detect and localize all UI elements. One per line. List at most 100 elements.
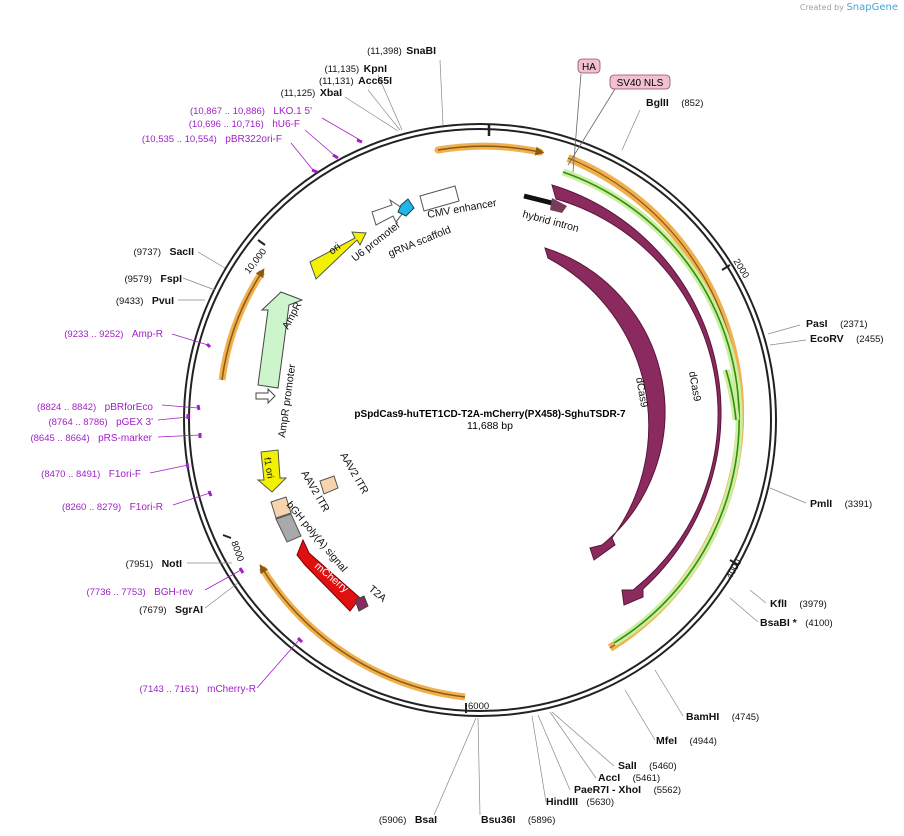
enzyme-fspi-pos: (9579) xyxy=(124,274,151,285)
enzyme-snabi-pos: (11,398) xyxy=(367,46,402,57)
enzyme-sgrai: SgrAI xyxy=(175,604,203,616)
enzyme-acc65i-pos: (11,131) xyxy=(319,76,354,87)
enzyme-ecorv-pos: (2455) xyxy=(856,334,883,345)
u6-promoter-arrow xyxy=(371,198,406,226)
enzyme-pmli: PmlI xyxy=(810,498,832,510)
svg-text:(11,131) Acc65I: (11,131) Acc65I xyxy=(319,71,392,88)
svg-text:BglII (852): BglII (852) xyxy=(646,93,703,110)
primer-hu6f: hU6-F xyxy=(272,119,300,130)
ampr-arrow xyxy=(257,291,304,389)
enzyme-sali-pos: (5460) xyxy=(649,761,676,772)
enzyme-bamhi: BamHI xyxy=(686,711,719,723)
enzyme-paer7i-xhoi-pos: (5562) xyxy=(654,785,681,796)
cmv-enhancer-block xyxy=(419,185,460,212)
svg-text:EcoRV (2455): EcoRV (2455) xyxy=(810,329,884,346)
enzyme-fspi: FspI xyxy=(160,273,182,285)
primer-pbr322orif: pBR322ori-F xyxy=(225,134,282,145)
enzyme-noti: NotI xyxy=(162,558,182,570)
svg-text:(7143 .. 7161) mCherry-R: (7143 .. 7161) mCherry-R xyxy=(140,679,257,696)
svg-text:(7736 .. 7753) BGH-rev: (7736 .. 7753) BGH-rev xyxy=(86,582,193,599)
tag-ha: HA xyxy=(582,62,596,73)
tag-labels: HA SV40 NLS xyxy=(567,58,671,173)
t2a-block xyxy=(354,595,369,612)
orf-left-arc xyxy=(218,270,265,381)
sv40-nls-block xyxy=(550,198,567,213)
primer-pgex3: pGEX 3' xyxy=(116,417,153,428)
label-t2a: T2A xyxy=(366,583,388,605)
ori-arrow xyxy=(309,231,367,280)
enzyme-sacii-pos: (9737) xyxy=(134,247,161,258)
primer-lko1: LKO.1 5' xyxy=(273,106,312,117)
snapgene-logo: SnapGene xyxy=(846,2,898,13)
primer-leaders xyxy=(149,117,363,689)
enzyme-noti-pos: (7951) xyxy=(126,559,153,570)
enzyme-bamhi-pos: (4745) xyxy=(732,712,759,723)
primer-pbr322orif-pos: (10,535 .. 10,554) xyxy=(142,134,217,145)
enzyme-ecorv: EcoRV xyxy=(810,333,844,345)
svg-text:PmlI (3391): PmlI (3391) xyxy=(810,494,872,511)
enzyme-xbai-pos: (11,125) xyxy=(281,88,316,99)
svg-text:(10,867 .. 10,886) LKO.1 5': (10,867 .. 10,886) LKO.1 5' xyxy=(190,101,312,118)
primer-prsmarker-pos: (8645 .. 8664) xyxy=(30,433,89,444)
primer-pbrforeco-pos: (8824 .. 8842) xyxy=(37,402,96,413)
svg-text:(5906) BsaI: (5906) BsaI xyxy=(379,810,437,827)
enzyme-bsai: BsaI xyxy=(415,814,437,826)
enzyme-mfei: MfeI xyxy=(656,735,677,747)
svg-text:KflI (3979): KflI (3979) xyxy=(770,594,827,611)
primer-bghrev-pos: (7736 .. 7753) xyxy=(86,587,145,598)
primer-prsmarker: pRS-marker xyxy=(98,433,153,444)
backbone-ring xyxy=(183,123,777,717)
enzyme-bsabi-pos: (4100) xyxy=(805,618,832,629)
aav2-itr-block-2 xyxy=(270,496,292,519)
primer-ampr-pos: (9233 .. 9252) xyxy=(64,329,123,340)
svg-text:(8260 .. 8279) F1ori-R: (8260 .. 8279) F1ori-R xyxy=(62,497,163,514)
enzyme-sacii: SacII xyxy=(169,246,194,258)
enzyme-bsu36i-pos: (5896) xyxy=(528,815,555,826)
dcas9-inner-arrow xyxy=(544,247,666,561)
enzyme-kpni: KpnI xyxy=(364,63,387,75)
enzyme-acci: AccI xyxy=(598,772,620,784)
enzyme-sgrai-pos: (7679) xyxy=(139,605,166,616)
label-ori: ori xyxy=(326,241,343,258)
primer-f1orif: F1ori-F xyxy=(109,469,141,480)
orf-bottom-arc xyxy=(259,566,466,701)
enzyme-bsu36i: Bsu36I xyxy=(481,814,516,826)
label-aav2-itr-1: AAV2 ITR xyxy=(337,451,371,497)
snapgene-credit: Created by SnapGene xyxy=(800,2,898,13)
primer-hu6f-pos: (10,696 .. 10,716) xyxy=(189,119,264,130)
primer-labels: (10,867 .. 10,886) LKO.1 5' (10,696 .. 1… xyxy=(30,101,312,696)
enzyme-pasi: PasI xyxy=(806,318,828,330)
svg-text:(9737) SacII: (9737) SacII xyxy=(134,242,195,259)
enzyme-hindiii: HindIII xyxy=(546,796,578,808)
svg-text:(7951) NotI: (7951) NotI xyxy=(126,554,182,571)
ampr-promoter-arrow xyxy=(255,387,276,405)
hybrid-intron-bar xyxy=(523,193,553,206)
aav2-itr-block-1 xyxy=(319,475,339,495)
label-dcas9-outer: dCas9 xyxy=(686,370,703,402)
enzyme-kfli-pos: (3979) xyxy=(799,599,826,610)
svg-text:BsaBI * (4100): BsaBI * (4100) xyxy=(760,613,833,630)
primer-f1orir: F1ori-R xyxy=(130,502,163,513)
svg-text:(8645 .. 8664) pRS-marker: (8645 .. 8664) pRS-marker xyxy=(30,428,152,445)
label-f1-ori: f1 ori xyxy=(261,457,276,480)
svg-text:(8824 .. 8842) pBRforEco: (8824 .. 8842) pBRforEco xyxy=(37,397,153,414)
primer-lko1-pos: (10,867 .. 10,886) xyxy=(190,106,265,117)
dcas9-features xyxy=(523,184,722,606)
enzyme-hindiii-pos: (5630) xyxy=(587,797,614,808)
svg-text:SalI (5460): SalI (5460) xyxy=(618,756,677,773)
svg-text:(10,696 .. 10,716) hU6-F: (10,696 .. 10,716) hU6-F xyxy=(189,114,300,131)
tick-6000: 6000 xyxy=(468,701,489,712)
svg-text:(11,125) XbaI: (11,125) XbaI xyxy=(281,83,342,100)
enzyme-bglii-pos: (852) xyxy=(681,98,703,109)
enzyme-snabi: SnaBI xyxy=(406,45,436,57)
dcas9-outer-arrow xyxy=(551,184,722,606)
enzyme-pvui: PvuI xyxy=(152,295,174,307)
svg-text:(7679) SgrAI: (7679) SgrAI xyxy=(139,600,203,617)
primer-f1orir-pos: (8260 .. 8279) xyxy=(62,502,121,513)
green-orf-arcs xyxy=(561,168,743,646)
label-dcas9-inner: dCas9 xyxy=(633,376,650,408)
tag-sv40-nls: SV40 NLS xyxy=(617,78,664,89)
primer-pbrforeco: pBRforEco xyxy=(105,402,154,413)
svg-text:(9433) PvuI: (9433) PvuI xyxy=(116,291,174,308)
enzyme-pvui-pos: (9433) xyxy=(116,296,143,307)
